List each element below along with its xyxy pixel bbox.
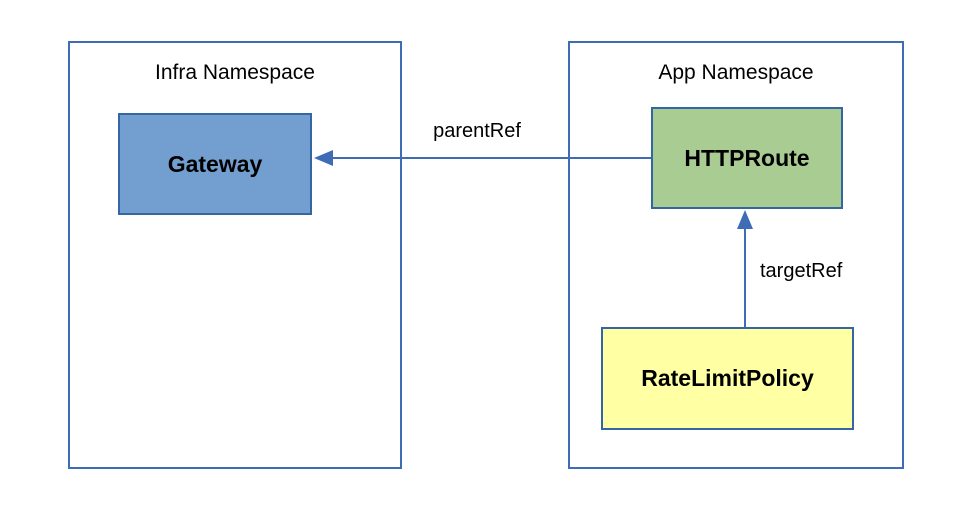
gateway-label: Gateway	[167, 150, 263, 177]
app-namespace-title: App Namespace	[658, 61, 814, 84]
ratelimitpolicy-label: RateLimitPolicy	[641, 365, 814, 391]
httproute-label: HTTPRoute	[684, 144, 810, 171]
parentref-edge-label: parentRef	[433, 120, 521, 142]
node-httproute: HTTPRoute	[651, 107, 843, 209]
infra-namespace-title: Infra Namespace	[155, 61, 315, 84]
container-infra-namespace: Infra Namespace	[68, 41, 402, 469]
node-ratelimitpolicy: RateLimitPolicy	[601, 327, 854, 430]
targetref-edge-label: targetRef	[760, 260, 843, 282]
node-gateway: Gateway	[118, 113, 312, 215]
